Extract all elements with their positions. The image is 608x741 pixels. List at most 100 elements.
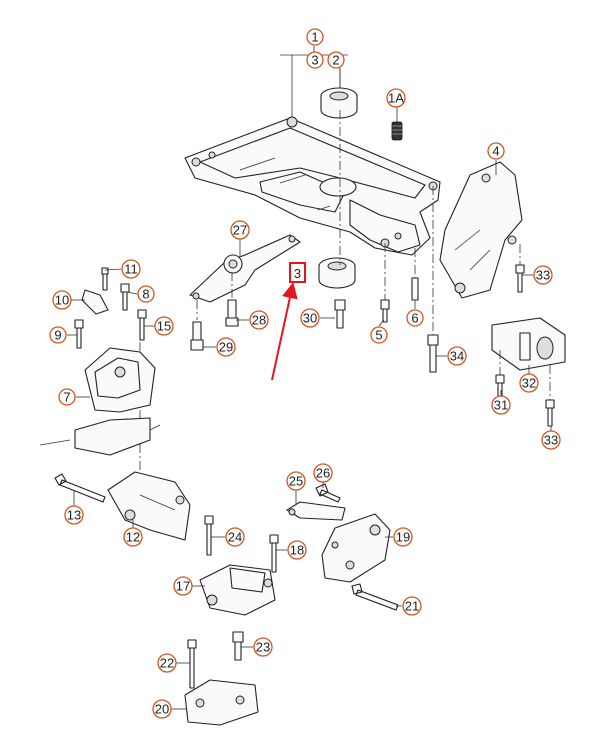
callout-ring [306,28,324,46]
part-32-bracket [491,317,566,371]
callout-ring [216,337,236,357]
callout-ring [370,326,388,344]
part-1a-spring [391,121,403,141]
callout-ring [64,505,84,525]
callout-label: 22 [160,656,174,671]
callout-label: 15 [157,319,171,334]
callout-ring [58,388,76,406]
part-10-bracket [81,289,109,315]
callout-c21: 21 [402,596,422,616]
callout-c9: 9 [49,326,67,344]
part-12-bracket [107,471,191,541]
callout-ring [123,527,143,547]
callout-ring [230,220,250,240]
callout-label: 23 [256,640,270,655]
callout-label: 20 [155,702,169,717]
part-19-bracket [321,513,391,583]
callout-label: 7 [63,390,70,405]
callout-c25: 25 [286,471,306,491]
callout-ring [154,316,174,336]
part-27-arm [189,234,301,303]
callout-c22: 22 [157,653,177,673]
callout-label: 5 [375,328,382,343]
callout-c19: 19 [393,527,413,547]
callout-label: 17 [176,579,190,594]
callout-c12: 12 [123,527,143,547]
callout-ring [52,290,72,310]
callout-ring [386,88,406,108]
callout-c4: 4 [487,142,505,160]
callout-label: 18 [290,543,304,558]
callout-c24: 24 [225,527,245,547]
callout-ring [157,653,177,673]
callout-c1a: 1A [386,88,406,108]
callout-ring [225,527,245,547]
callout-ring [49,326,67,344]
callout-label: 24 [228,530,242,545]
callout-label: 33 [544,433,558,448]
callout-ring [402,596,422,616]
callout-label: 2 [332,53,339,68]
callout-label: 4 [492,144,499,159]
callout-ring [286,471,306,491]
callout-label: 8 [142,287,149,302]
callout-ring [249,310,269,330]
callout-c26: 26 [313,463,333,483]
callout-label: 19 [396,530,410,545]
highlight-box [289,262,306,283]
callout-ring [306,51,324,69]
callout-c8: 8 [137,285,155,303]
callout-label: 33 [536,268,550,283]
part-2-bushing [320,87,358,119]
callout-label: 25 [289,474,303,489]
callout-c17: 17 [173,576,193,596]
callout-label: 10 [55,293,69,308]
callout-ring [287,540,307,560]
callout-c18: 18 [287,540,307,560]
callout-label: 32 [522,376,536,391]
bolts [54,110,555,689]
callout-c30: 30 [300,308,320,328]
callout-c33a: 33 [533,265,553,285]
part-25-link [286,501,346,521]
callout-label: 6 [411,311,418,326]
callout-c20: 20 [152,699,172,719]
callout-label: 30 [303,311,317,326]
callout-ring [327,51,345,69]
callout-ring [393,527,413,547]
callout-c11: 11 [121,259,141,279]
callout-ring [541,430,561,450]
part-3-bushing [318,257,356,289]
part-7-mount [39,347,161,456]
callout-c28: 28 [249,310,269,330]
red-arrow-icon [271,282,298,381]
part-4-bracket [439,161,523,299]
callout-ring [313,463,333,483]
callout-c5: 5 [370,326,388,344]
callout-ring [137,285,155,303]
callout-ring [300,308,320,328]
callout-label: 1A [388,91,404,106]
callout-ring [253,637,273,657]
callout-ring [447,346,467,366]
callout-c33b: 33 [541,430,561,450]
callout-c29: 29 [216,337,236,357]
leader-lines [67,69,552,710]
callout-ring [491,395,511,415]
callout-ring [519,373,539,393]
callout-label: 21 [405,599,419,614]
callout-label: 9 [54,328,61,343]
callout-c6: 6 [406,309,424,327]
callout-c31: 31 [491,395,511,415]
callout-c13: 13 [64,505,84,525]
callout-c34: 34 [447,346,467,366]
callout-ring [406,309,424,327]
part-20-bracket [184,679,259,726]
highlight-callout: 3 [271,262,306,381]
callout-label: 3 [311,53,318,68]
callout-c2: 2 [327,51,345,69]
callout-label: 27 [233,223,247,238]
callout-c1: 1 [306,28,324,46]
